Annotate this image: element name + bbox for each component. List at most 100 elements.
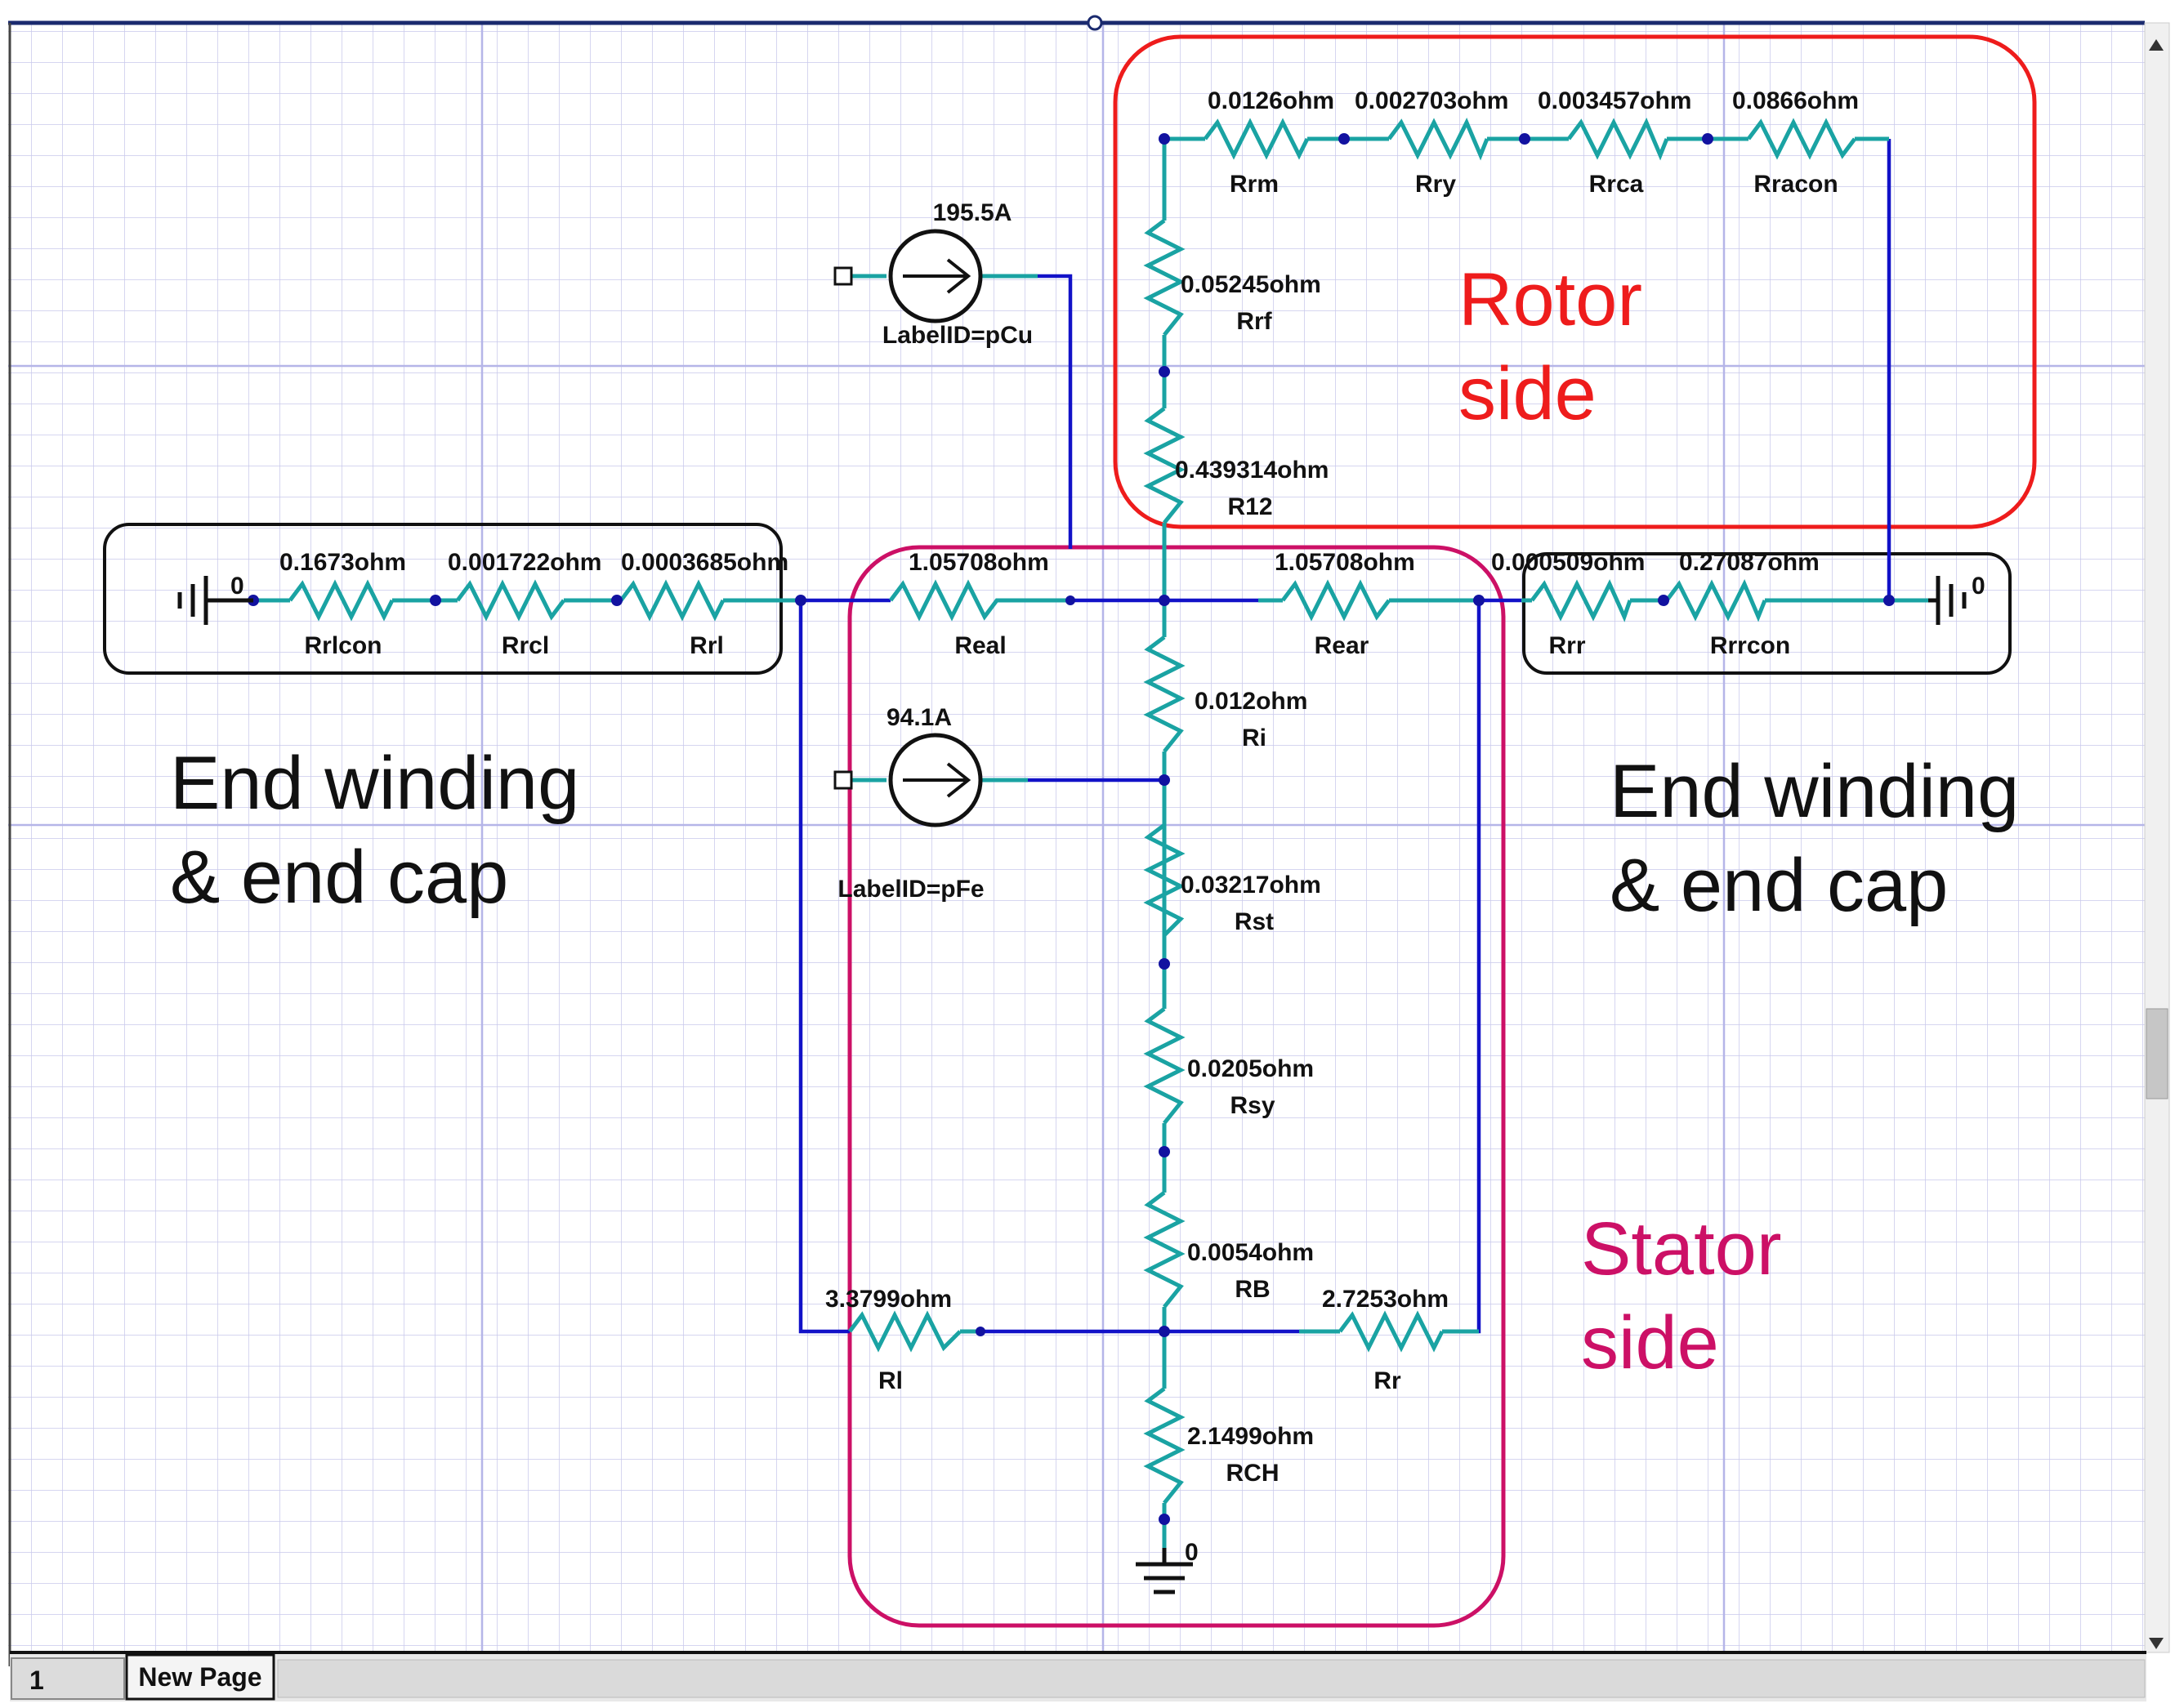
tab-new-page-label: New Page: [138, 1662, 261, 1692]
ground-right-icon: [1928, 576, 1967, 625]
end-winding-right-line2: & end cap: [1610, 844, 1948, 927]
rch-value: 2.1499ohm: [1187, 1423, 1314, 1450]
ground-left-label: 0: [230, 573, 244, 600]
resistor-rb: [1143, 1191, 1186, 1309]
rb-value: 0.0054ohm: [1187, 1239, 1314, 1266]
resistor-rrca: [1567, 118, 1669, 161]
rrcl-value: 0.001722ohm: [448, 549, 601, 576]
rrr-value: 0.000509ohm: [1491, 549, 1645, 576]
ri-name: Ri: [1242, 725, 1266, 751]
rear-value: 1.05708ohm: [1275, 549, 1415, 576]
resistor-ri: [1143, 635, 1186, 753]
rst-name: Rst: [1235, 908, 1274, 935]
grid-background: [8, 23, 2145, 1652]
rrr-name: Rrr: [1548, 632, 1585, 659]
resistor-rrl: [619, 579, 726, 622]
rl-name: Rl: [878, 1367, 903, 1394]
horizontal-scrollbar[interactable]: [277, 1659, 2146, 1698]
frame-handle[interactable]: [1087, 15, 1103, 31]
resistor-rst: [1143, 823, 1186, 937]
rb-name: RB: [1235, 1276, 1270, 1303]
r12-name: R12: [1227, 493, 1272, 520]
resistor-rr: [1338, 1310, 1445, 1353]
rrm-value: 0.0126ohm: [1208, 87, 1334, 114]
rry-name: Rry: [1415, 171, 1456, 198]
rrcl-name: Rrcl: [502, 632, 549, 659]
pcu-value: 195.5A: [933, 199, 1012, 226]
ground-right-label: 0: [1972, 573, 1985, 600]
rrlcon-value: 0.1673ohm: [279, 549, 406, 576]
rrlcon-name: Rrlcon: [304, 632, 382, 659]
scroll-up-icon[interactable]: [2149, 39, 2164, 51]
r12-value: 0.439314ohm: [1175, 457, 1329, 484]
ground-bottom-label: 0: [1185, 1539, 1199, 1566]
stator-side-line2: side: [1581, 1301, 1719, 1385]
source-terminal-icon[interactable]: [833, 266, 853, 286]
scrollbar-thumb[interactable]: [2146, 1008, 2168, 1099]
stator-region: [847, 545, 1506, 1628]
end-winding-right-line1: End winding: [1610, 750, 2019, 833]
scroll-down-icon[interactable]: [2149, 1638, 2164, 1649]
major-grid: [8, 23, 2145, 1652]
end-winding-left-line1: End winding: [170, 742, 579, 825]
rracon-name: Rracon: [1753, 171, 1838, 198]
rrca-name: Rrca: [1589, 171, 1644, 198]
vertical-resistor-zigzags: [1143, 219, 1186, 1505]
ri-value: 0.012ohm: [1195, 688, 1307, 715]
page-number: 1: [29, 1666, 44, 1695]
resistor-rl: [848, 1310, 962, 1353]
resistor-rsy: [1143, 1007, 1186, 1125]
rr-name: Rr: [1373, 1367, 1401, 1394]
resistor-rear: [1281, 579, 1391, 622]
rsy-value: 0.0205ohm: [1187, 1055, 1314, 1082]
rl-value: 3.3799ohm: [825, 1286, 952, 1313]
resistor-real: [889, 579, 1029, 622]
rracon-value: 0.0866ohm: [1732, 87, 1859, 114]
rrl-value: 0.0003685ohm: [621, 549, 788, 576]
stator-side-line1: Stator: [1581, 1207, 1781, 1291]
vertical-scrollbar[interactable]: [2144, 22, 2170, 1653]
ground-bottom-icon: [1136, 1548, 1193, 1594]
pfe-label: LabelID=pFe: [837, 876, 984, 903]
real-name: Real: [954, 632, 1006, 659]
real-value: 1.05708ohm: [909, 549, 1049, 576]
rrl-name: Rrl: [690, 632, 724, 659]
rotor-region: [1113, 34, 2037, 529]
rsy-name: Rsy: [1230, 1092, 1275, 1119]
rrrcon-value: 0.27087ohm: [1679, 549, 1820, 576]
resistor-rracon: [1747, 118, 1856, 160]
resistor-rch: [1143, 1387, 1186, 1505]
junction-nodes: [248, 133, 1895, 1525]
rry-value: 0.002703ohm: [1355, 87, 1508, 114]
current-source-pfe: [833, 733, 1028, 827]
resistor-rrm: [1204, 118, 1310, 160]
tab-new-page[interactable]: [125, 1653, 275, 1701]
resistor-rrr: [1530, 579, 1632, 622]
rotor-side-line1: Rotor: [1458, 258, 1642, 341]
resistor-rrrcon: [1665, 579, 1767, 622]
resistor-zigzags: [288, 118, 1856, 1353]
resistor-rrcl: [456, 579, 565, 622]
rrf-name: Rrf: [1236, 308, 1272, 335]
resistor-r12: [1143, 407, 1186, 524]
source-terminal-icon[interactable]: [833, 770, 853, 790]
current-source-pcu: [833, 229, 1028, 323]
resistor-rry: [1387, 118, 1489, 161]
rotor-side-line2: side: [1458, 352, 1597, 435]
pcu-label: LabelID=pCu: [882, 322, 1033, 349]
pfe-value: 94.1A: [887, 704, 952, 731]
rear-name: Rear: [1315, 632, 1369, 659]
rrrcon-name: Rrrcon: [1710, 632, 1790, 659]
rrca-value: 0.003457ohm: [1538, 87, 1691, 114]
ground-left-icon: [177, 576, 253, 625]
end-winding-left-line2: & end cap: [170, 836, 508, 919]
right-endwinding-region: [1522, 552, 2012, 675]
rr-value: 2.7253ohm: [1322, 1286, 1449, 1313]
rrm-name: Rrm: [1230, 171, 1279, 198]
rrf-value: 0.05245ohm: [1181, 271, 1321, 298]
page-number-box[interactable]: [11, 1657, 125, 1700]
resistor-rrf: [1143, 219, 1186, 337]
rch-name: RCH: [1226, 1460, 1280, 1487]
resistor-rrlcon: [288, 579, 395, 622]
